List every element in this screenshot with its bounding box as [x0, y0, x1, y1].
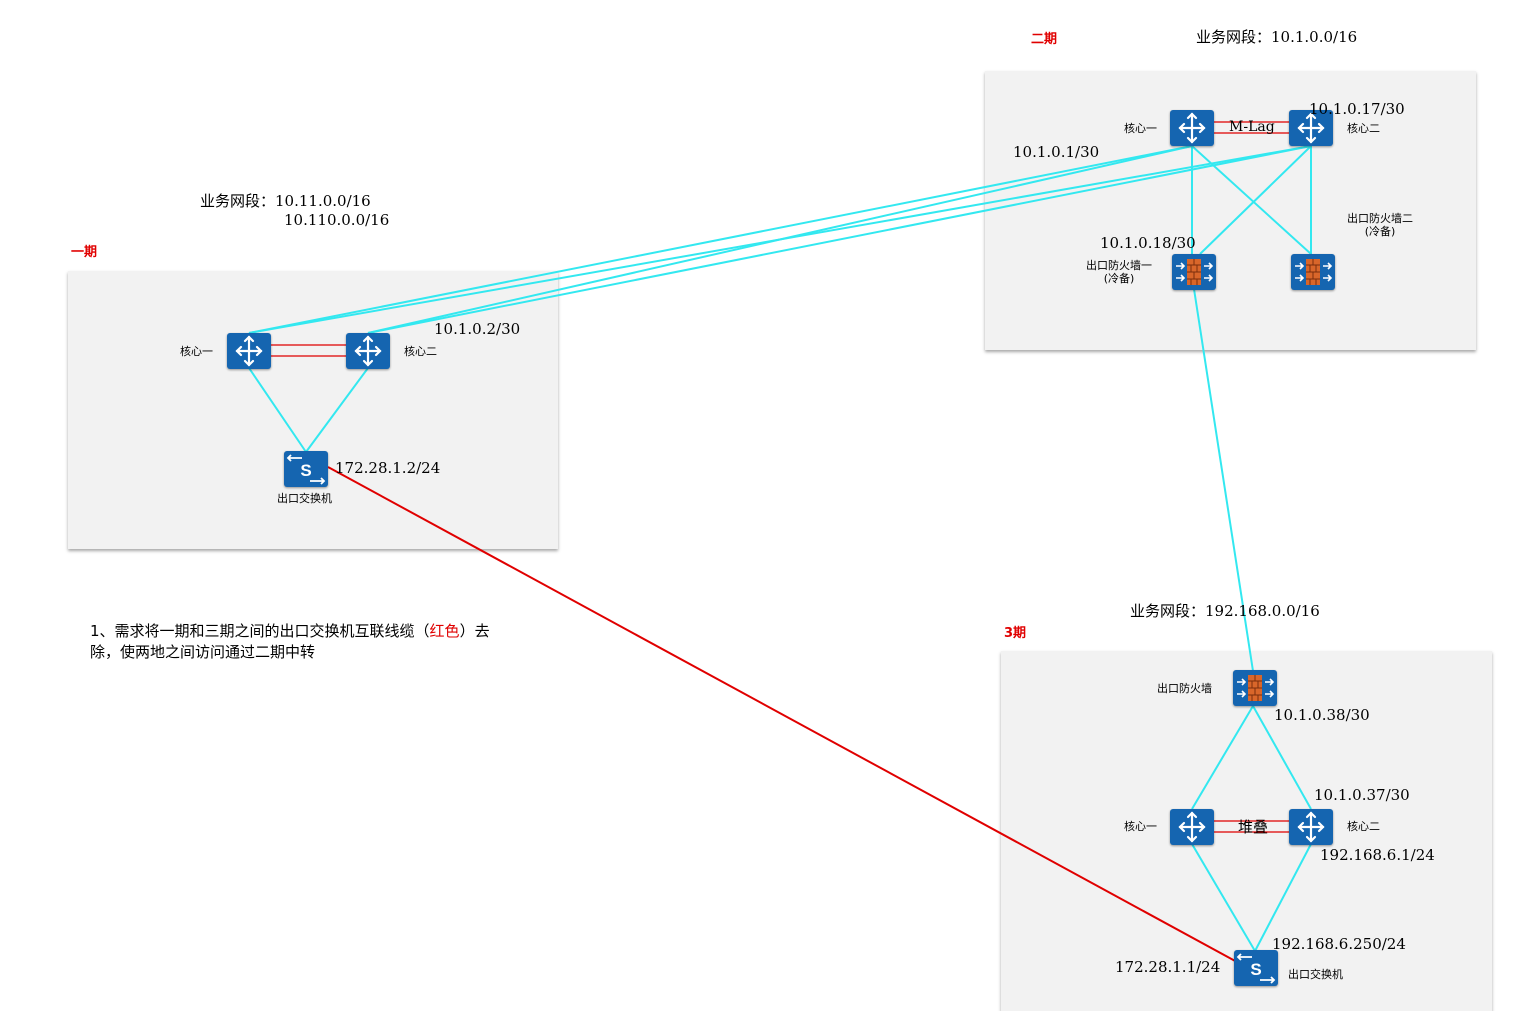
phase2-firewall1[interactable] [1172, 254, 1216, 290]
switch-icon: S [1236, 953, 1276, 984]
stack-label: 堆叠 [1238, 818, 1269, 836]
phase1-segment-line1: 业务网段：10.11.0.0/16 [200, 192, 371, 210]
phase2-fw1-ip: 10.1.0.18/30 [1100, 234, 1196, 252]
link-p1core2-p2core1 [367, 145, 1193, 334]
router-icon [1297, 112, 1325, 144]
phase2-firewall2[interactable] [1291, 254, 1335, 290]
phase1-egress-switch[interactable]: S [284, 451, 328, 487]
phase3-core1-router[interactable] [1170, 809, 1214, 845]
link-p1core2-p2core2 [367, 145, 1312, 334]
router-icon [1178, 112, 1206, 144]
phase2-core2-ip: 10.1.0.17/30 [1309, 100, 1405, 118]
link-p3core2-switch [1254, 843, 1312, 952]
phase3-core2-router[interactable] [1289, 809, 1333, 845]
phase2-core1-ip: 10.1.0.1/30 [1013, 143, 1100, 161]
phase3-fw-label: 出口防火墙 [1157, 682, 1212, 695]
router-icon [235, 335, 263, 367]
phase1-label: 一期 [71, 245, 98, 260]
phase3-switch-red-ip: 172.28.1.1/24 [1115, 958, 1221, 976]
phase1-zone [68, 271, 558, 549]
phase2-fw1-label: 出口防火墙一 (冷备) [1086, 259, 1152, 285]
phase1-switch-label: 出口交换机 [277, 492, 332, 505]
phase2-core2-label: 核心二 [1347, 122, 1380, 135]
phase3-core1-label: 核心一 [1124, 820, 1157, 833]
svg-text:S: S [1250, 960, 1261, 979]
link-p1core2-switch [305, 367, 369, 453]
phase1-core2-router[interactable] [346, 333, 390, 369]
router-icon [1297, 811, 1325, 843]
phase1-core1-router[interactable] [227, 333, 271, 369]
phase3-switch-uplink-ip: 192.168.6.250/24 [1272, 935, 1406, 953]
router-icon [354, 335, 382, 367]
link-p1core1-p2core1 [248, 145, 1193, 334]
phase3-fw-ip: 10.1.0.38/30 [1274, 706, 1370, 724]
phase1-core1-label: 核心一 [180, 345, 213, 358]
svg-text:S: S [300, 461, 311, 480]
router-icon [1178, 811, 1206, 843]
phase2-zone [985, 71, 1476, 350]
link-p3fw-core2 [1252, 705, 1312, 810]
phase3-segment: 业务网段：192.168.0.0/16 [1130, 602, 1320, 620]
link-p2fw1-p3fw [1193, 288, 1254, 672]
phase2-core2-router[interactable] [1289, 110, 1333, 146]
phase2-fw2-label: 出口防火墙二 (冷备) [1347, 212, 1413, 238]
link-p2core2-fw1 [1199, 145, 1312, 255]
phase2-segment: 业务网段：10.1.0.0/16 [1196, 28, 1358, 46]
link-p2core1-fw2 [1191, 145, 1312, 255]
phase3-core2-uplink-ip: 10.1.0.37/30 [1314, 786, 1410, 804]
link-p1core1-switch [248, 367, 307, 453]
phase3-egress-switch[interactable]: S [1234, 950, 1278, 986]
phase2-core1-label: 核心一 [1124, 122, 1157, 135]
note-red-word: 红色 [429, 622, 460, 640]
firewall-icon [1295, 259, 1333, 285]
phase1-switch-ip: 172.28.1.2/24 [335, 459, 441, 477]
phase2-label: 二期 [1031, 32, 1058, 47]
switch-icon: S [286, 454, 326, 485]
firewall-icon [1237, 675, 1275, 701]
phase3-core2-downlink-ip: 192.168.6.1/24 [1320, 846, 1435, 864]
phase3-firewall[interactable] [1233, 670, 1277, 706]
mlag-label: M-Lag [1229, 119, 1275, 135]
requirement-note: 1、需求将一期和三期之间的出口交换机互联线缆（红色）去除，使两地之间访问通过二期… [90, 622, 490, 661]
phase3-core2-label: 核心二 [1347, 820, 1380, 833]
phase3-label: 3期 [1004, 626, 1027, 641]
firewall-icon [1176, 259, 1214, 285]
phase1-core2-ip: 10.1.0.2/30 [434, 320, 521, 338]
phase1-core2-label: 核心二 [404, 345, 437, 358]
phase3-switch-label: 出口交换机 [1288, 968, 1343, 981]
red-interconnect-cable [327, 466, 1238, 963]
phase1-segment-line2: 10.110.0.0/16 [284, 211, 390, 229]
phase2-core1-router[interactable] [1170, 110, 1214, 146]
link-p3core1-switch [1191, 843, 1256, 952]
link-p3fw-core1 [1191, 705, 1254, 810]
